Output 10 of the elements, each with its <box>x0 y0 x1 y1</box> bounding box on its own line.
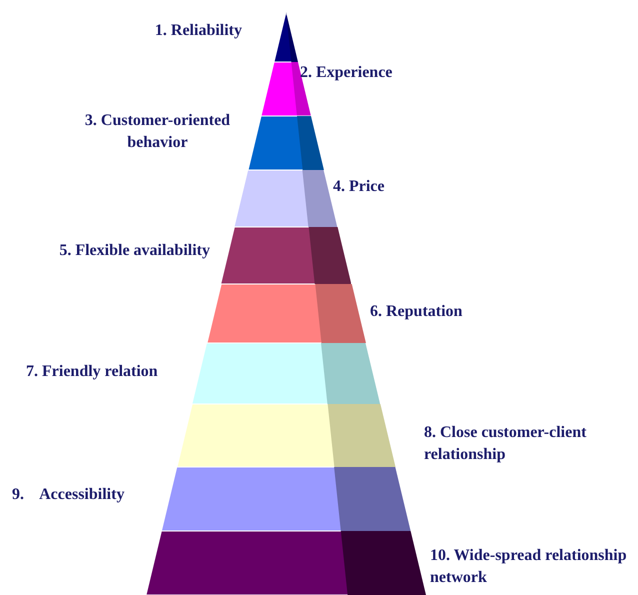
band-label: 3. Customer-oriented behavior <box>84 111 232 153</box>
band-label: 7. Friendly relation <box>26 362 159 382</box>
band-label: 9. Accessibility <box>12 485 126 505</box>
band-label: 6. Reputation <box>370 302 464 322</box>
band-label: 4. Price <box>332 177 386 197</box>
band-label: 10. Wide-spread relationship network <box>430 546 628 588</box>
band-label: 5. Flexible availability <box>58 241 210 261</box>
band-label: 2. Experience <box>300 63 394 83</box>
band-label: 1. Reliability <box>154 21 242 41</box>
band-label: 8. Close customer-client relationship <box>424 423 588 465</box>
